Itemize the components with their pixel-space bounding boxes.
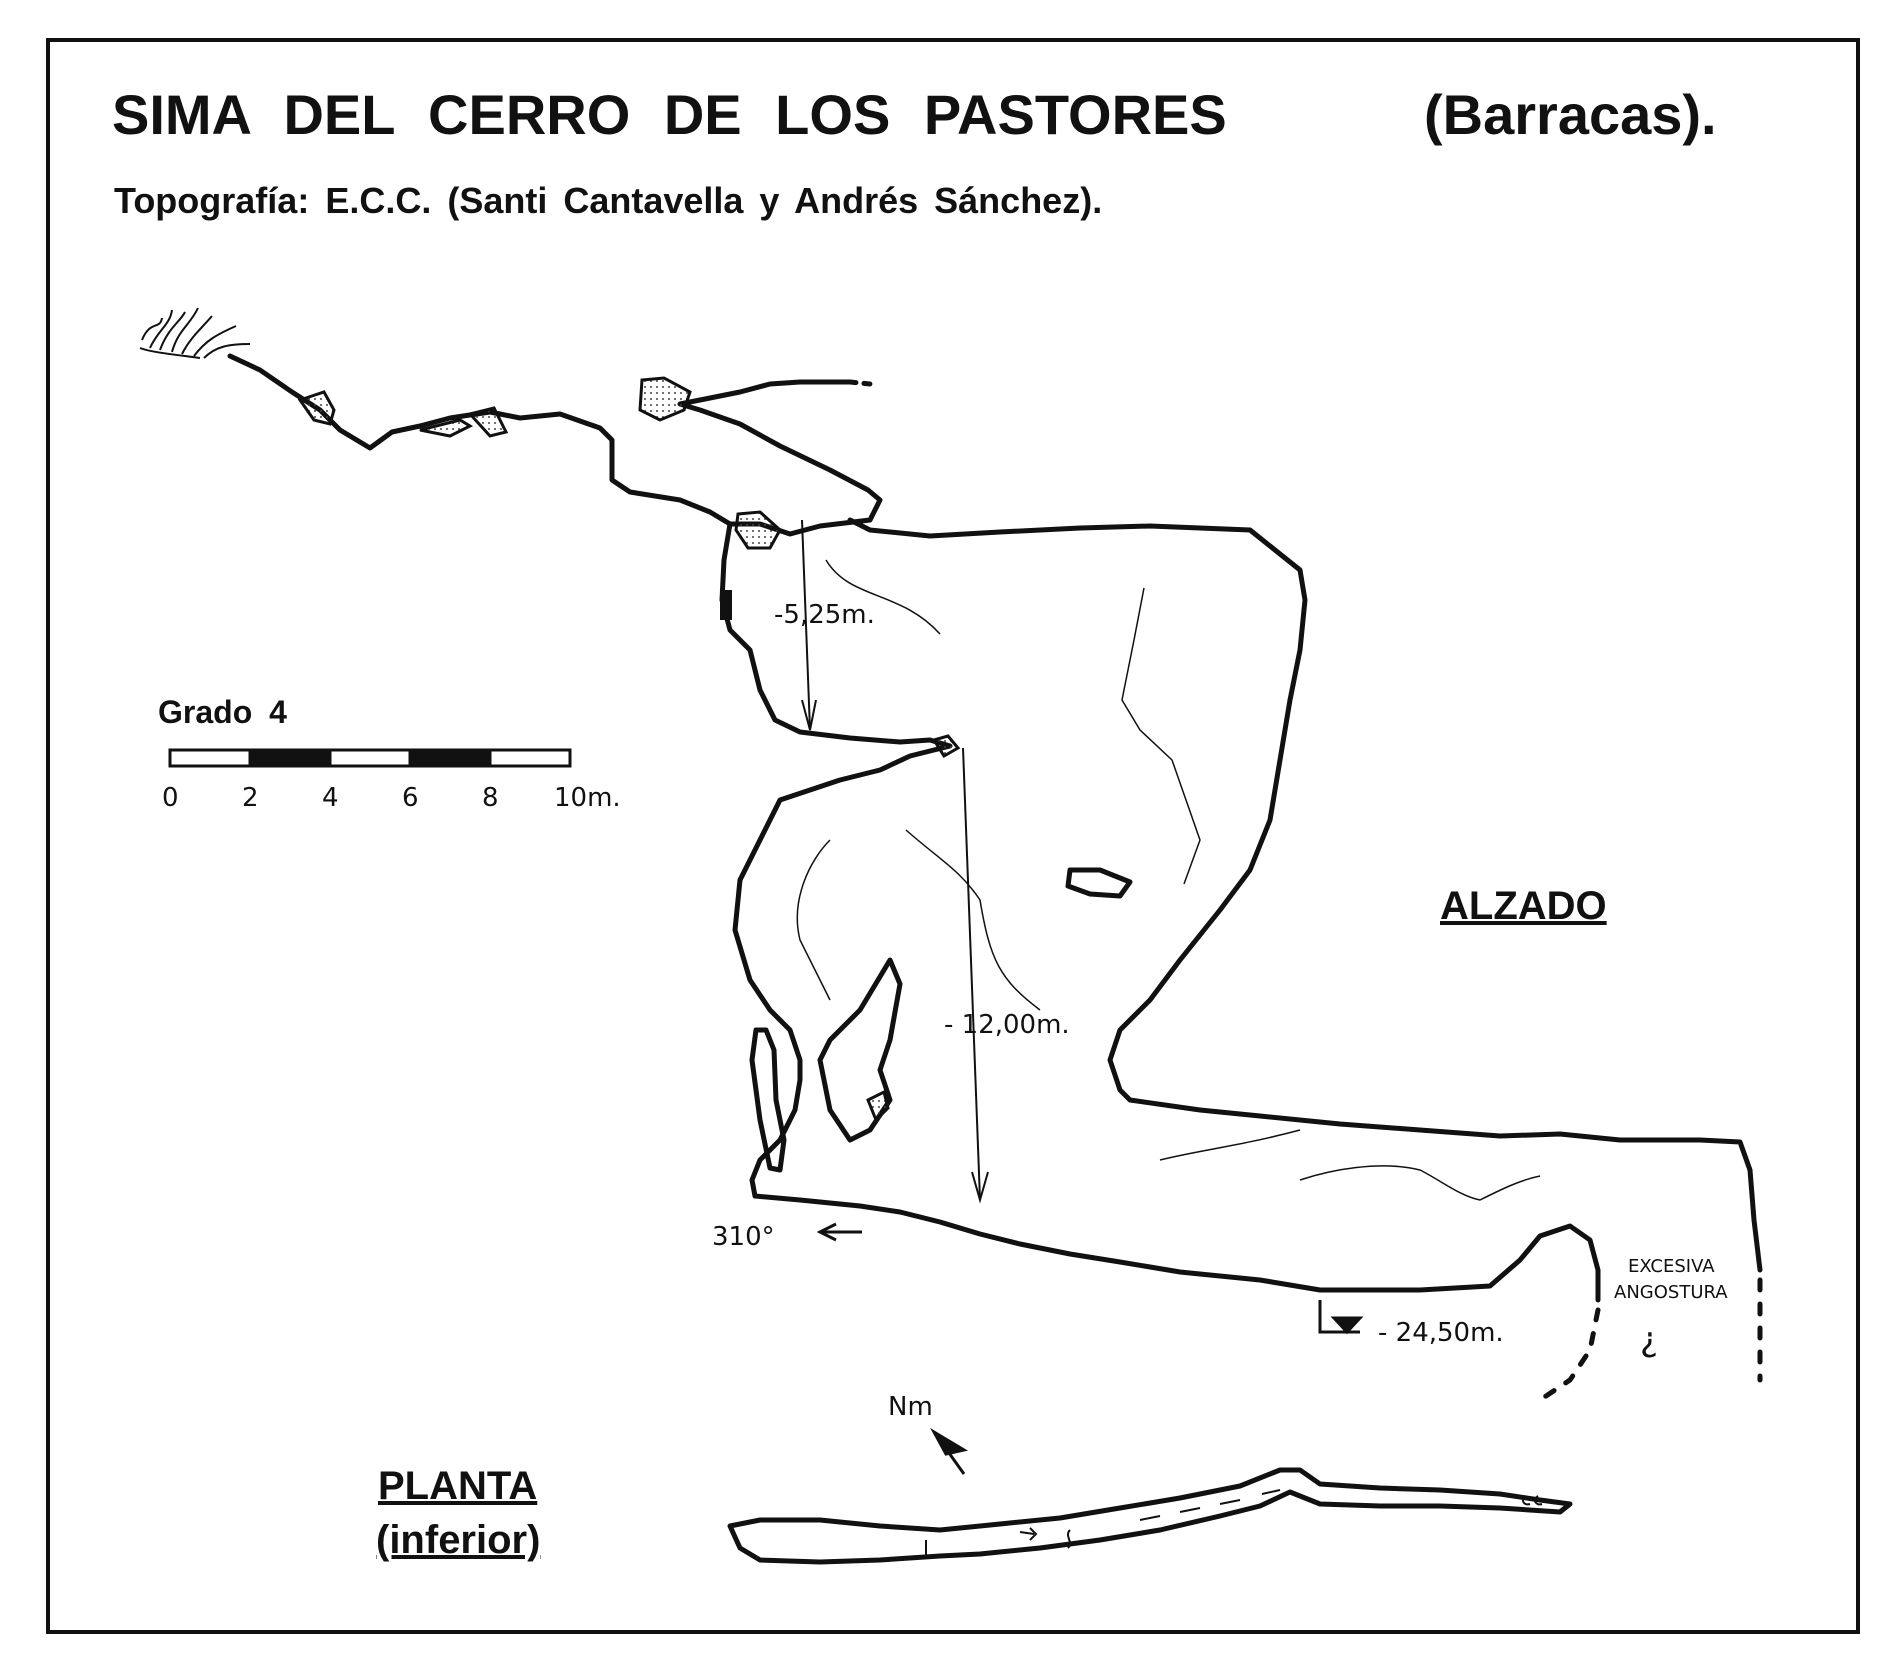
map-subtitle: Topografía: E.C.C. (Santi Cantavella y A… xyxy=(114,180,1103,221)
section-label-plan: PLANTA xyxy=(378,1464,538,1508)
narrow-note-line1: EXCESIVA xyxy=(1628,1256,1715,1277)
section-label-plan-qualifier: (inferior) xyxy=(376,1518,541,1562)
direction-arrow-icon xyxy=(816,1222,862,1242)
depth-label-bottom: - 24,50m. xyxy=(1378,1318,1504,1348)
scale-tick-6: 6 xyxy=(402,783,419,813)
wall-cracks xyxy=(796,559,1541,1201)
plan-view xyxy=(727,1467,1573,1565)
scale-tick-4: 4 xyxy=(322,783,339,813)
north-arrow-icon xyxy=(930,1427,968,1475)
narrow-note-line2: ANGOSTURA xyxy=(1614,1282,1728,1303)
unknown-mark: ¿ xyxy=(1640,1320,1659,1360)
vegetation-icon xyxy=(139,307,251,359)
rock-pillars xyxy=(749,867,1133,1173)
scale-tick-10: 10m. xyxy=(554,783,621,813)
scale-tick-2: 2 xyxy=(242,783,259,813)
scale-bar xyxy=(168,748,572,768)
plan-details xyxy=(925,1489,1543,1556)
map-frame xyxy=(46,38,1860,1634)
scale-title: Grado 4 xyxy=(158,694,287,730)
bearing-label: 310° xyxy=(712,1222,775,1252)
map-place: (Barracas). xyxy=(1424,83,1717,146)
depth-label-first: -5,25m. xyxy=(774,600,875,630)
scale-tick-8: 8 xyxy=(482,783,499,813)
boulders xyxy=(297,376,961,1123)
water-level-icon xyxy=(1318,1300,1364,1335)
dashed-continuations xyxy=(1537,1277,1763,1403)
section-label-elevation: ALZADO xyxy=(1440,884,1607,928)
map-title: SIMA DEL CERRO DE LOS PASTORES xyxy=(112,83,1227,146)
pitch-lines xyxy=(801,519,989,1204)
dark-wall-block xyxy=(720,590,732,620)
depth-label-second: - 12,00m. xyxy=(944,1010,1070,1040)
elevation-profile xyxy=(227,353,1763,1303)
north-label: Nm xyxy=(888,1392,933,1422)
scale-tick-0: 0 xyxy=(162,783,179,813)
